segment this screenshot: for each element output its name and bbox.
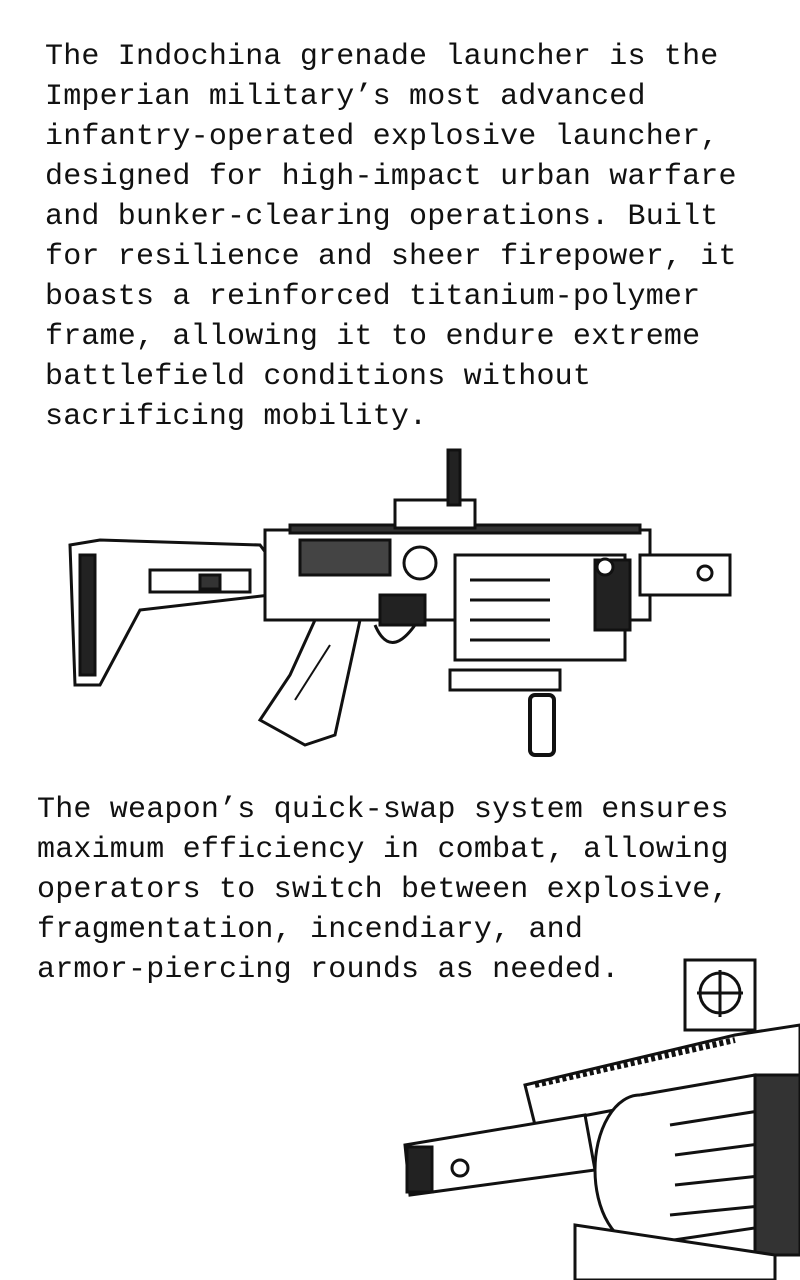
- text-line: battlefield conditions without: [45, 360, 592, 394]
- text-line: frame, allowing it to endure extreme: [45, 320, 701, 354]
- text-line: fragmentation, incendiary, and: [37, 913, 584, 947]
- grenade-launcher-side-view-illustration: [68, 448, 732, 757]
- intro-paragraph: The Indochina grenade launcher is the Im…: [45, 37, 737, 437]
- quick-swap-paragraph: The weapon’s quick-swap system ensures m…: [37, 790, 729, 990]
- text-line: infantry-operated explosive launcher,: [45, 120, 719, 154]
- grenade-launcher-closeup-illustration: [403, 958, 800, 1280]
- text-line: Imperian military’s most advanced: [45, 80, 646, 114]
- text-line: maximum efficiency in combat, allowing: [37, 833, 729, 867]
- text-line: boasts a reinforced titanium-polymer: [45, 280, 701, 314]
- text-line: operators to switch between explosive,: [37, 873, 729, 907]
- text-line: for resilience and sheer firepower, it: [45, 240, 737, 274]
- text-line: The weapon’s quick-swap system ensures: [37, 793, 729, 827]
- text-line: The Indochina grenade launcher is the: [45, 40, 719, 74]
- text-line: designed for high-impact urban warfare: [45, 160, 737, 194]
- text-line: armor-piercing rounds as needed.: [37, 953, 620, 987]
- text-line: and bunker-clearing operations. Built: [45, 200, 719, 234]
- text-line: sacrificing mobility.: [45, 400, 428, 434]
